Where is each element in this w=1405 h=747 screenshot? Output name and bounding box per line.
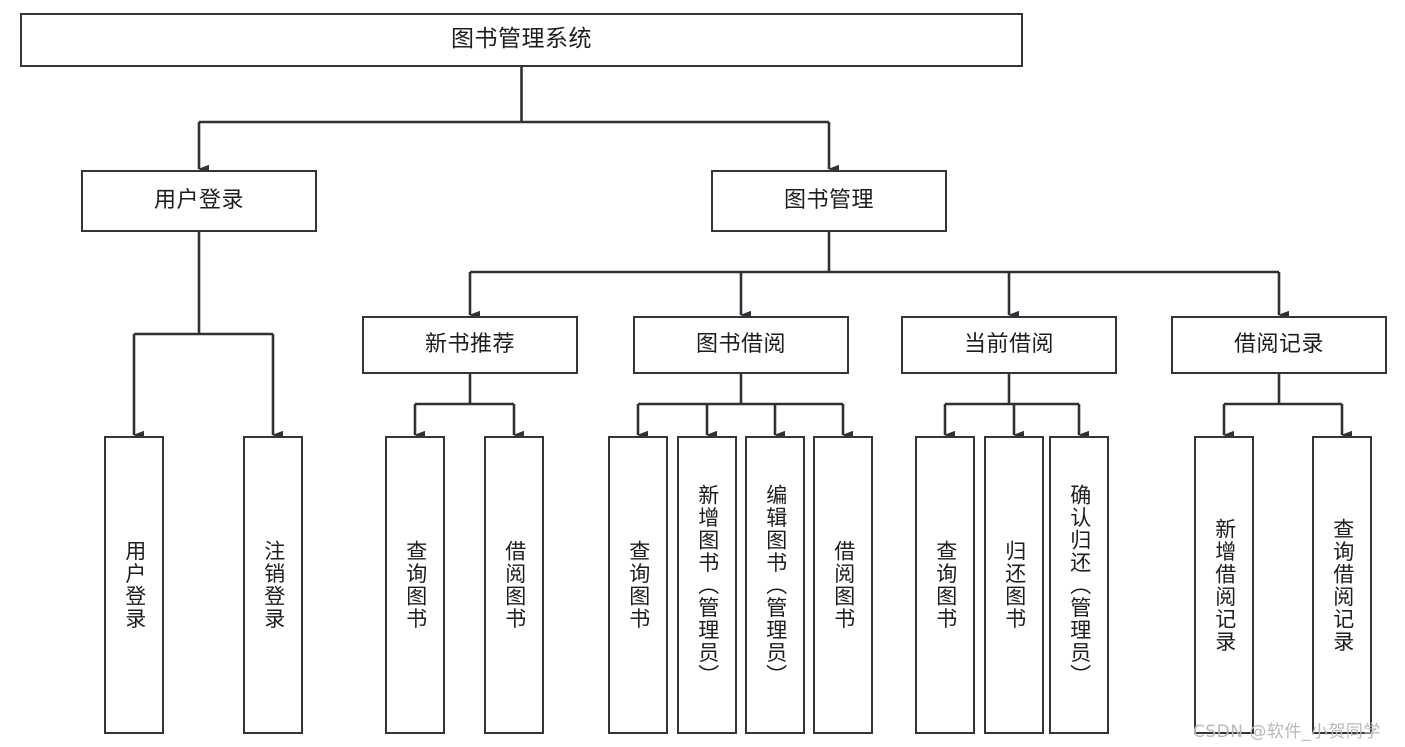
node-label: 编辑图书（管理员） <box>763 483 788 687</box>
node-leaf-11: 确认归还（管理员） <box>1049 436 1109 734</box>
node-leaf-9: 查询图书 <box>915 436 975 734</box>
node-root: 图书管理系统 <box>20 13 1023 67</box>
node-leaf-12: 新增借阅记录 <box>1194 436 1254 734</box>
node-label: 用户登录 <box>122 540 147 630</box>
node-leaf-10: 归还图书 <box>984 436 1044 734</box>
csdn-watermark: CSDN @软件_小贺同学 <box>1193 722 1381 742</box>
node-label: 查询图书 <box>626 540 651 630</box>
node-borrow: 图书借阅 <box>633 316 849 374</box>
node-label: 确认归还（管理员） <box>1067 483 1092 687</box>
node-leaf-8: 借阅图书 <box>813 436 873 734</box>
node-leaf-5: 查询图书 <box>608 436 668 734</box>
node-leaf-2: 注销登录 <box>243 436 303 734</box>
node-leaf-7: 编辑图书（管理员） <box>745 436 805 734</box>
node-leaf-4: 借阅图书 <box>484 436 544 734</box>
node-label: 查询图书 <box>403 540 428 630</box>
node-label: 借阅记录 <box>1233 332 1324 358</box>
node-label: 图书管理 <box>783 188 874 214</box>
node-login: 用户登录 <box>81 170 317 232</box>
node-label: 借阅图书 <box>502 540 527 630</box>
node-label: 注销登录 <box>261 540 286 630</box>
node-leaf-13: 查询借阅记录 <box>1312 436 1372 734</box>
node-label: 图书借阅 <box>695 332 786 358</box>
node-label: 归还图书 <box>1002 540 1027 630</box>
node-label: 查询图书 <box>933 540 958 630</box>
node-label: 查询借阅记录 <box>1330 517 1355 653</box>
node-label: 新书推荐 <box>424 332 515 358</box>
node-label: 图书管理系统 <box>451 26 592 53</box>
node-leaf-6: 新增图书（管理员） <box>677 436 737 734</box>
node-bookmgmt: 图书管理 <box>711 170 947 232</box>
node-label: 新增借阅记录 <box>1212 517 1237 653</box>
node-leaf-1: 用户登录 <box>104 436 164 734</box>
node-label: 新增图书（管理员） <box>695 483 720 687</box>
node-current: 当前借阅 <box>901 316 1117 374</box>
node-leaf-3: 查询图书 <box>385 436 445 734</box>
node-label: 当前借阅 <box>963 332 1054 358</box>
node-newbook: 新书推荐 <box>362 316 578 374</box>
node-label: 用户登录 <box>153 188 244 214</box>
node-records: 借阅记录 <box>1171 316 1387 374</box>
node-label: 借阅图书 <box>831 540 856 630</box>
